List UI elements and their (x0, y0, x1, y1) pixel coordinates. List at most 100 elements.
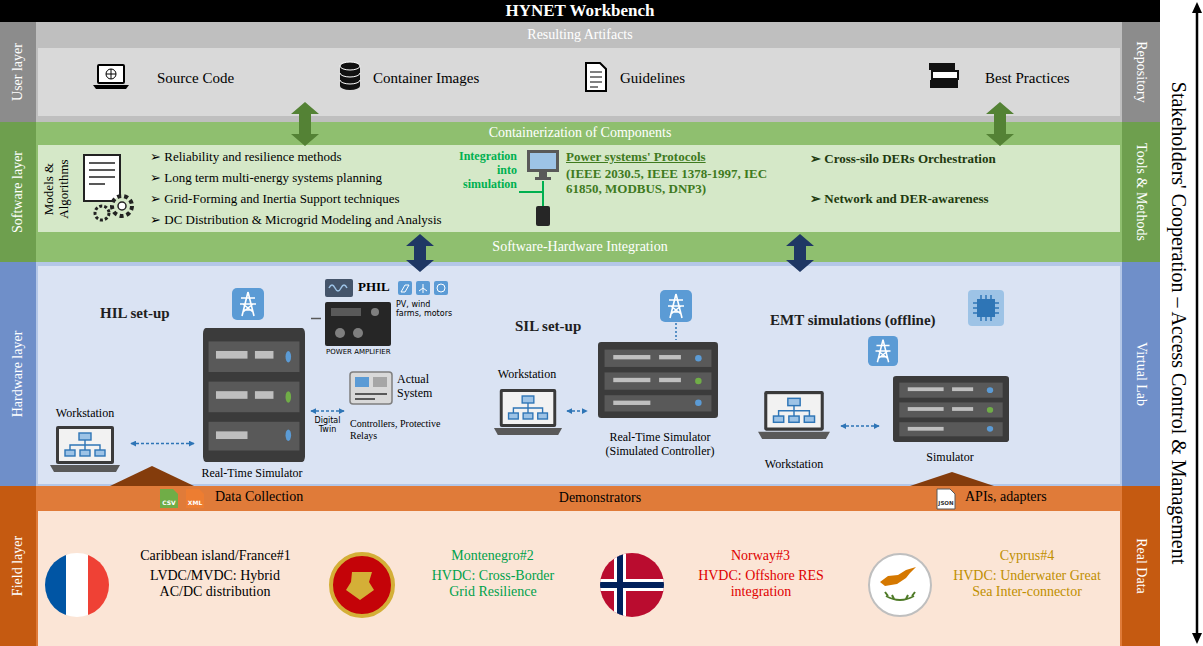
artifact-item: Best Practices (928, 58, 1112, 100)
node-text: Data Collection (215, 489, 303, 505)
workstation: Workstation (40, 405, 130, 482)
simulator-rack-icon (203, 328, 305, 462)
grid-tower-icon (675, 323, 677, 340)
node-text: Software layer (10, 151, 26, 233)
integration-icon (519, 150, 559, 226)
models-icon (84, 155, 120, 201)
integration-icon (530, 153, 556, 169)
node-text: PHIL (358, 280, 390, 295)
link-arrow (311, 410, 344, 412)
models-icon (95, 206, 109, 220)
hardware-layer-band (0, 262, 1160, 486)
source-code-icon (106, 69, 116, 79)
file-tag: JSON (938, 500, 953, 506)
chip-icon (968, 290, 1004, 326)
norway-flag (598, 551, 666, 619)
node-text: ➢ Network and DER-awareness (810, 192, 1010, 207)
chip-icon (977, 299, 995, 317)
database-icon (340, 62, 360, 90)
phil-equipment (437, 284, 445, 292)
orchestration-list: ➢ Cross-silo DERs Orchestration ➢ Network… (805, 147, 1118, 232)
access-arrow (1196, 10, 1199, 636)
books-icon (932, 71, 958, 79)
source-code-icon (98, 65, 124, 83)
source-code-icon (93, 85, 129, 89)
phil-equipment (325, 302, 391, 346)
simulator-rack: Real-Time Simulator (Simulated Controlle… (588, 335, 733, 470)
cyprus-flag (869, 554, 931, 616)
field-layer-band (0, 486, 36, 646)
actual-system-icon (350, 372, 392, 404)
node-text: Actual System (397, 373, 445, 401)
node-text: ➢ Cross-silo DERs Orchestration (810, 152, 1010, 167)
link-arrow (567, 410, 587, 412)
phil-equipment (353, 328, 363, 338)
node-text: Containerization of Components (489, 125, 672, 141)
node-text: Cyprus#4 (937, 548, 1117, 564)
actual-system-icon (350, 372, 392, 404)
models-icon (118, 202, 126, 210)
user-layer-band (38, 48, 1120, 116)
software-layer-band (38, 145, 1120, 232)
document-icon (590, 72, 602, 87)
norway-flag (598, 582, 666, 588)
data-wedge (110, 466, 194, 486)
simulator-rack: Simulator (880, 372, 1020, 470)
node-text: Real-Time Simulator (Simulated Controlle… (590, 431, 730, 459)
integration-icon (536, 206, 550, 226)
file-icon (160, 489, 178, 508)
phil-equipment (398, 281, 412, 295)
phil-equipment (335, 328, 345, 338)
field-layer-band (38, 511, 1120, 646)
setup-group: WorkstationReal-Time Simulator (Simulate… (486, 268, 736, 484)
cyprus-flag (885, 592, 915, 600)
phil-unit: PHILPV, wind farms, motors (322, 277, 459, 352)
node-text: Integration into simulation (455, 150, 517, 191)
norway-flag (598, 579, 666, 591)
books-icon (930, 80, 958, 88)
source-code-icon (106, 69, 116, 79)
device-label: POWER AMPLIFIER (326, 348, 391, 356)
grid-tower-icon (660, 290, 692, 322)
title-bar (0, 0, 1160, 22)
artifact-item: Container Images (335, 58, 545, 100)
books-icon (929, 63, 958, 88)
node-text: HVDC: Underwater Great Sea Inter-connect… (952, 568, 1102, 600)
montenegro-flag (346, 572, 374, 600)
setup-group: WorkstationReal-Time SimulatorPHILPV, wi… (38, 268, 484, 484)
layer-band: Models & Algorithms➢ Reliability and res… (0, 122, 1160, 262)
artifact-item: Source Code (92, 58, 262, 100)
file-tag: XML (188, 500, 202, 507)
node-text: HVDC: Cross-Border Grid Resilience (418, 568, 568, 600)
software-layer-band (0, 122, 1160, 262)
node-text: Resulting Artifacts (527, 27, 632, 43)
node-text: Hardware layer (10, 331, 26, 418)
integration-icon (527, 150, 559, 172)
hardware-layer-band (38, 266, 1120, 484)
node-text: Best Practices (985, 70, 1070, 87)
layer-band: WorkstationReal-Time SimulatorPHILPV, wi… (0, 262, 1160, 486)
node-text: Guidelines (620, 70, 685, 87)
database-icon (340, 73, 360, 84)
simulator-rack-icon (893, 376, 1009, 442)
setup-group: WorkstationSimulatorEMT simulations (off… (740, 268, 1118, 484)
method-list: Models & Algorithms➢ Reliability and res… (40, 147, 448, 232)
demonstrator: Cyprus#4HVDC: Underwater Great Sea Inter… (862, 514, 1120, 642)
data-source: APIs, adapters (925, 487, 1090, 510)
cyprus-flag (869, 554, 931, 616)
protocol-box: Integration into simulationPower systems… (452, 147, 802, 232)
hardware-layer-band (1122, 262, 1160, 486)
models-icon (112, 196, 132, 216)
phil-equipment (325, 279, 353, 297)
access-arrow (1192, 633, 1202, 644)
link-arrow (841, 425, 879, 427)
node-text: ➢ DC Distribution & Microgrid Modeling a… (150, 213, 442, 228)
node-text: Demonstrators (559, 490, 641, 506)
demonstrator: Caribbean island/France#1LVDC/MVDC: Hybr… (40, 514, 318, 642)
phil-equipment (329, 285, 347, 291)
software-layer-band (0, 122, 36, 262)
document-icon (586, 63, 606, 91)
simulator-rack-icon (598, 342, 718, 418)
layer-band: Data Collection APIs, adaptersCaribbean i… (0, 486, 1160, 646)
